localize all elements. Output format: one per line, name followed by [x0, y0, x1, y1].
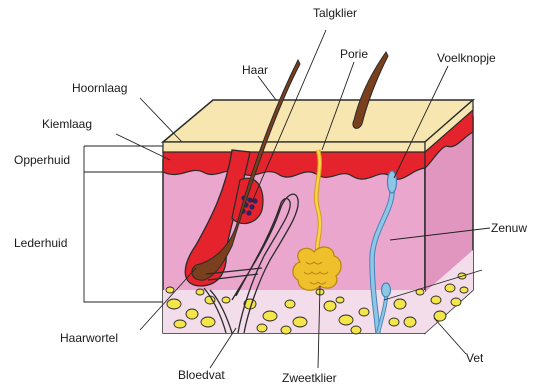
label-opperhuid: Opperhuid: [14, 153, 70, 167]
fat-cell: [196, 289, 204, 295]
sensory-ending: [388, 171, 397, 193]
label-hoornlaag: Hoornlaag: [72, 81, 127, 95]
label-voelknopje: Voelknopje: [437, 51, 496, 65]
fat-cell: [281, 326, 291, 334]
fat-cell: [445, 284, 455, 292]
label-porie: Porie: [340, 47, 368, 61]
fat-cell: [460, 287, 468, 293]
fat-cell: [389, 318, 399, 326]
label-talgklier: Talgklier: [313, 6, 357, 20]
fat-cell: [359, 308, 369, 316]
leader-hoornlaag: [140, 98, 182, 142]
label-zweetklier: Zweetklier: [282, 371, 337, 385]
fat-cell: [166, 287, 174, 293]
label-bloedvat: Bloedvat: [178, 368, 225, 382]
horny-layer-top: [163, 100, 473, 142]
sweat-gland-coil: [293, 247, 341, 290]
fat-cell: [293, 317, 307, 327]
leader-kiemlaag: [116, 134, 170, 160]
fat-cell: [339, 315, 353, 325]
fat-cell: [404, 317, 416, 327]
fat-cell: [394, 299, 406, 309]
fat-cell: [285, 300, 295, 308]
fat-cell: [222, 297, 230, 303]
label-haar: Haar: [242, 63, 268, 77]
horny-layer-front: [163, 142, 425, 152]
fat-cell: [174, 320, 186, 328]
lederhuid-bracket: [84, 172, 163, 302]
leader-haar: [258, 76, 276, 100]
label-lederhuid: Lederhuid: [14, 236, 67, 250]
fat-cell: [257, 324, 267, 332]
fat-cell: [167, 299, 181, 309]
fat-cell: [431, 296, 441, 304]
label-vet: Vet: [466, 351, 484, 365]
fat-cell: [324, 301, 336, 311]
fat-cell: [263, 311, 277, 321]
fat-cell: [201, 317, 215, 327]
fat-cell: [186, 309, 198, 319]
label-haarwortel: Haarwortel: [60, 331, 118, 345]
label-kiemlaag: Kiemlaag: [42, 117, 92, 131]
leader-bloedvat: [210, 328, 236, 368]
fat-cell: [336, 297, 344, 303]
nerve-bulb: [382, 283, 391, 297]
label-zenuw: Zenuw: [491, 221, 527, 235]
leader-vet: [434, 318, 466, 354]
opperhuid-bracket: [84, 146, 163, 172]
fat-cell: [451, 298, 461, 306]
fat-cell: [351, 326, 361, 334]
